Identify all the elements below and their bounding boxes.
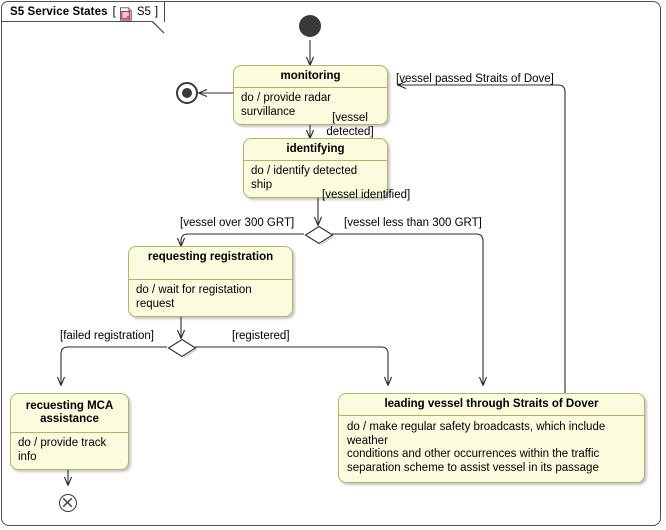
state-leading-vessel-separator	[339, 415, 644, 416]
edge-label-vessel-passed-straits-of-dove: [vessel passed Straits of Dove]	[396, 73, 554, 85]
tag-open-bracket: [	[112, 6, 116, 18]
state-identifying-separator	[244, 160, 387, 161]
state-leading-vessel[interactable]: leading vessel through Straits of Dover …	[338, 393, 645, 483]
state-monitoring-separator	[234, 87, 387, 88]
edge-label-vessel-less-than-300-grt: [vessel less than 300 GRT]	[344, 217, 482, 229]
decision-node-registration[interactable]	[167, 338, 197, 358]
state-leading-vessel-activity: do / make regular safety broadcasts, whi…	[347, 421, 606, 474]
state-leading-vessel-name: leading vessel through Straits of Dover	[384, 398, 599, 410]
tag-label: S5	[136, 6, 151, 18]
edge-label-vessel-over-300-grt: [vessel over 300 GRT]	[180, 217, 295, 229]
state-recuesting-mca-assistance-name: recuesting MCA assistance	[25, 400, 114, 425]
terminate-node[interactable]	[59, 494, 77, 512]
title-tab-underline	[1, 21, 153, 22]
page-title: S5 Service States	[10, 6, 108, 18]
state-recuesting-mca-assistance-separator	[11, 432, 128, 433]
state-requesting-registration-name: requesting registration	[147, 251, 274, 263]
diagram-title-tab[interactable]: S5 Service States [ S5 ]	[1, 1, 165, 22]
edge-label-vessel-identified: [vessel identified]	[322, 189, 411, 201]
edge-label-vessel-detected: [vessel detected]	[326, 112, 374, 138]
state-identifying[interactable]: identifying do / identify detected ship	[243, 138, 388, 198]
title-tab-corner	[151, 20, 165, 34]
tag-close-bracket: ]	[154, 6, 159, 18]
state-recuesting-mca-assistance[interactable]: recuesting MCA assistance do / provide t…	[10, 393, 129, 470]
initial-node[interactable]	[299, 15, 321, 37]
state-monitoring-activity: do / provide radar survillance	[241, 92, 332, 118]
state-recuesting-mca-assistance-activity: do / provide track info	[18, 437, 107, 463]
state-requesting-registration-gap	[129, 268, 292, 279]
final-state-node[interactable]	[176, 82, 198, 104]
diagram-document-icon	[119, 6, 133, 21]
state-monitoring-name: monitoring	[280, 70, 341, 82]
state-requesting-registration-activity: do / wait for registation request	[136, 284, 252, 310]
state-identifying-activity: do / identify detected ship	[251, 165, 358, 191]
edge-label-registered: [registered]	[232, 330, 290, 342]
state-identifying-name: identifying	[286, 143, 345, 155]
state-requesting-registration[interactable]: requesting registration do / wait for re…	[128, 246, 293, 317]
state-requesting-registration-separator	[129, 279, 292, 280]
edge-label-failed-registration: [failed registration]	[60, 330, 154, 342]
decision-node-grt[interactable]	[304, 225, 334, 245]
